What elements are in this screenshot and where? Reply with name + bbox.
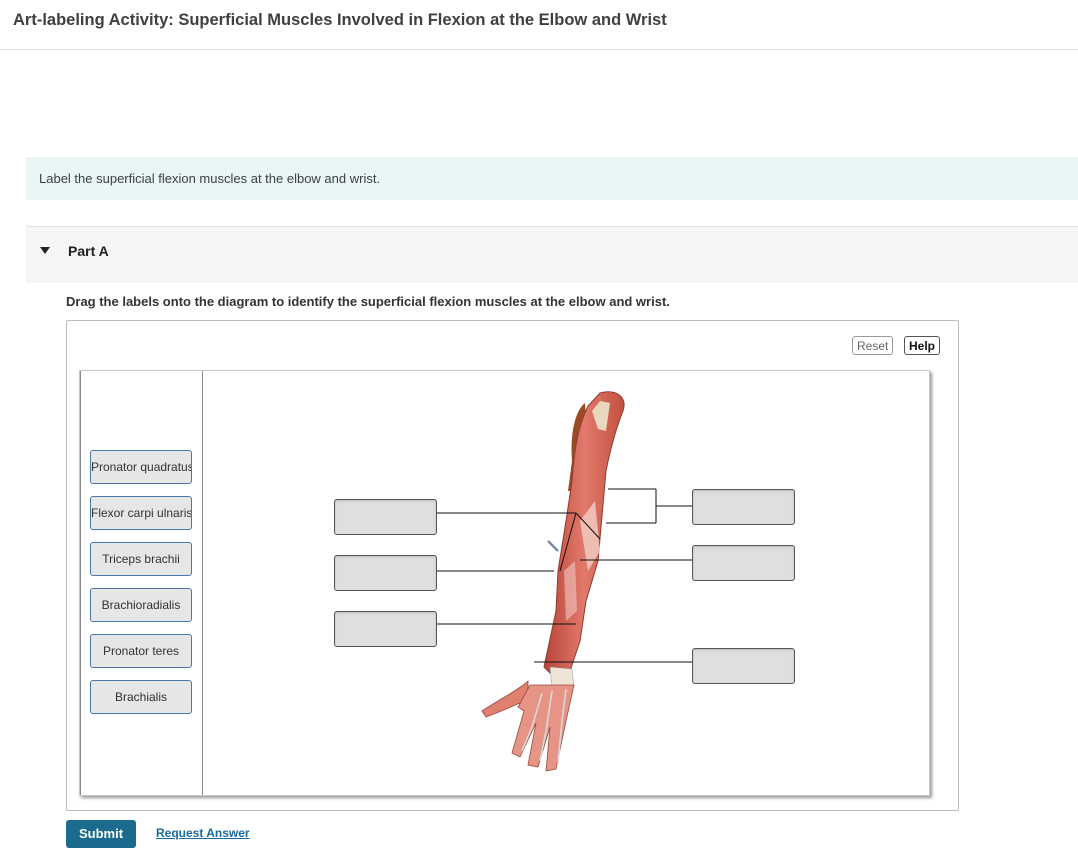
drag-label-brachialis[interactable]: Brachialis	[90, 680, 192, 714]
drop-zone-left-1[interactable]	[334, 499, 437, 535]
reset-button[interactable]: Reset	[852, 336, 894, 355]
page-title: Art-labeling Activity: Superficial Muscl…	[13, 11, 667, 29]
labeling-activity: Reset Help Pronator quadratus Flexor car…	[66, 320, 959, 811]
drag-label-brachioradialis[interactable]: Brachioradialis	[90, 588, 192, 622]
drag-label-pronator-teres[interactable]: Pronator teres	[90, 634, 192, 668]
arm-illustration	[481, 391, 625, 772]
intro-panel: Label the superficial flexion muscles at…	[26, 157, 1078, 200]
submit-button[interactable]: Submit	[66, 820, 136, 848]
drag-label-triceps-brachii[interactable]: Triceps brachii	[90, 542, 192, 576]
intro-text: Label the superficial flexion muscles at…	[39, 171, 381, 186]
help-button[interactable]: Help	[904, 336, 941, 355]
drag-label-flexor-carpi-ulnaris[interactable]: Flexor carpi ulnaris	[90, 496, 192, 530]
collapse-triangle-icon[interactable]	[40, 247, 50, 254]
drop-zone-right-2[interactable]	[692, 545, 795, 581]
request-answer-link[interactable]: Request Answer	[156, 826, 250, 840]
diagram-stage: Pronator quadratus Flexor carpi ulnaris …	[79, 370, 930, 796]
part-label: Part A	[68, 243, 109, 259]
part-a-header[interactable]: Part A	[26, 226, 1078, 283]
label-bank: Pronator quadratus Flexor carpi ulnaris …	[80, 371, 203, 795]
leader-lines	[437, 488, 692, 663]
drag-label-pronator-quadratus[interactable]: Pronator quadratus	[90, 450, 192, 484]
arm-muscle-diagram	[437, 391, 692, 772]
footer-actions: Submit Request Answer	[66, 820, 366, 848]
drop-zone-right-1[interactable]	[692, 489, 795, 525]
instruction-text: Drag the labels onto the diagram to iden…	[66, 294, 670, 309]
drop-zone-left-2[interactable]	[334, 555, 437, 591]
title-bar: Art-labeling Activity: Superficial Muscl…	[0, 0, 1078, 50]
drop-zone-left-3[interactable]	[334, 611, 437, 647]
drop-zone-right-3[interactable]	[692, 648, 795, 684]
